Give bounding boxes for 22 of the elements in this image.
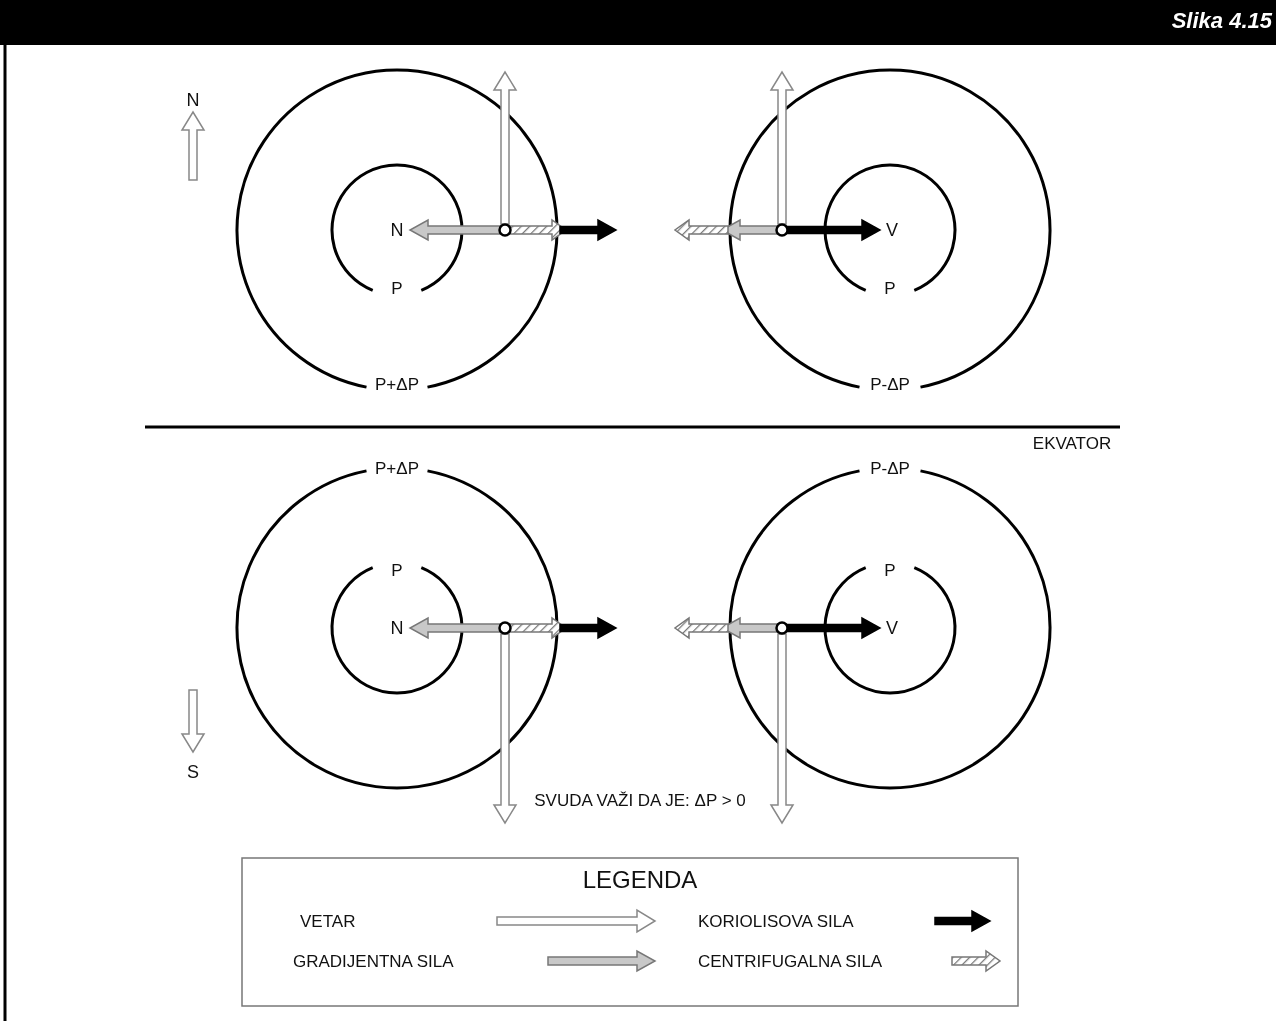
legend-label: CENTRIFUGALNA SILA (698, 952, 883, 970)
isobar-label: P-ΔP (870, 459, 910, 477)
direction-label: N (186, 91, 200, 109)
legend-title: LEGENDA (582, 868, 698, 892)
legend-label: KORIOLISOVA SILA (698, 912, 854, 930)
pressure-center-label: V (886, 221, 898, 239)
direction-label: S (187, 763, 199, 781)
isobar-label: P+ΔP (375, 375, 419, 393)
isobar-label: P+ΔP (375, 459, 419, 477)
isobar-label: P (884, 279, 896, 297)
pressure-center-label: N (390, 221, 404, 239)
isobar-label: P (391, 279, 403, 297)
isobar-label: P (391, 561, 403, 579)
note-text: SVUDA VAŽI DA JE: ΔP > 0 (534, 791, 746, 809)
figure-number: Slika 4.15 (1171, 10, 1272, 32)
legend-label: GRADIJENTNA SILA (293, 952, 454, 970)
isobar-label: P (884, 561, 896, 579)
legend-label: VETAR (300, 912, 356, 930)
pressure-center-label: N (390, 619, 404, 637)
equator-label: EKVATOR (1032, 434, 1112, 452)
pressure-center-label: V (886, 619, 898, 637)
isobar-label: P-ΔP (870, 375, 910, 393)
